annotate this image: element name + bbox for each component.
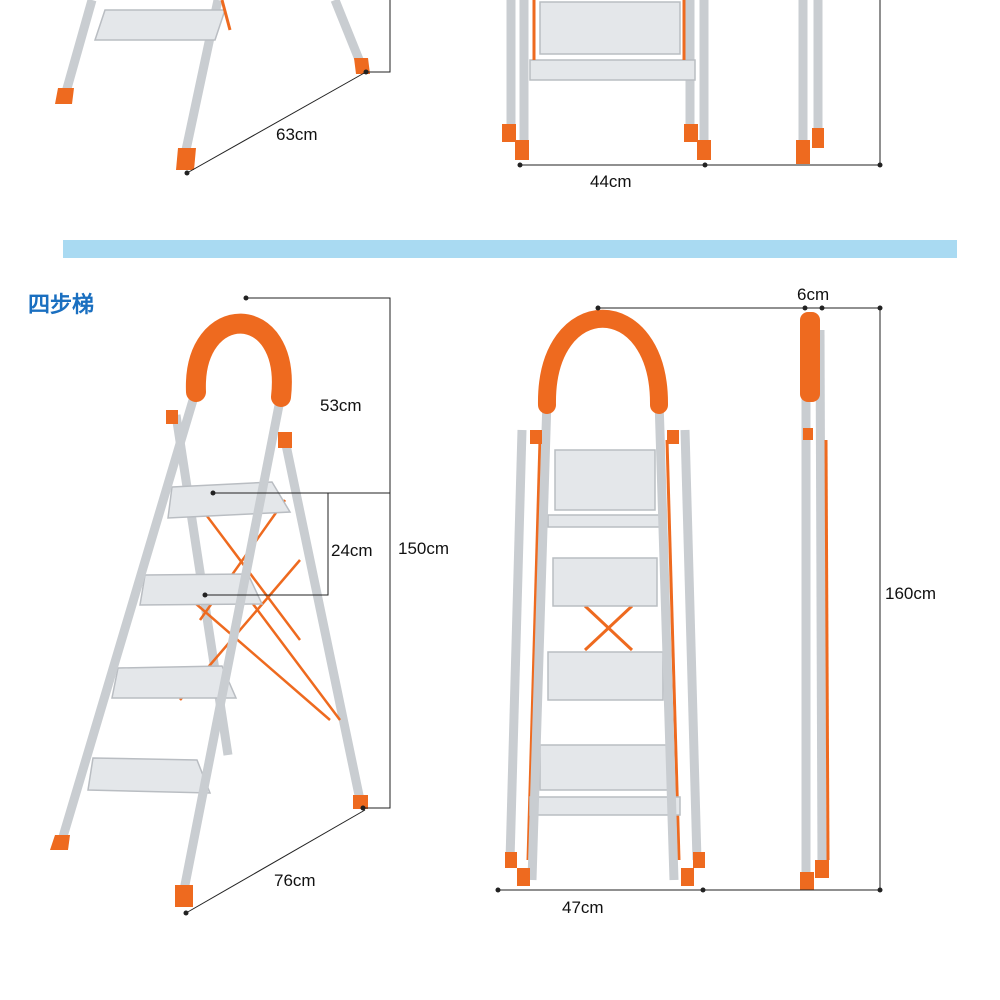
step-spacing-label: 24cm: [331, 541, 373, 560]
section-divider: [63, 240, 957, 258]
angled-ladder-dimensions: 53cm 24cm 150cm 76cm: [183, 295, 449, 916]
four-step-ladder-front: [505, 309, 705, 886]
front-width-label: 44cm: [590, 172, 632, 191]
base-depth-label: 76cm: [274, 871, 316, 890]
side-depth-label: 63cm: [276, 125, 318, 144]
four-step-ladder-angled: [50, 313, 368, 907]
front-ladder-dimensions: 6cm 160cm 47cm: [495, 285, 936, 917]
arch-height-label: 53cm: [320, 396, 362, 415]
top-left-ladder: [55, 0, 370, 170]
top-left-dimensions: 63cm: [184, 0, 391, 176]
section-title: 四步梯: [28, 292, 94, 318]
folded-thickness-label: 6cm: [797, 285, 829, 304]
four-step-ladder-folded: [800, 312, 830, 890]
top-front-dimensions: 44cm: [517, 0, 883, 191]
top-side-ladder: [796, 0, 824, 164]
front-width-label-4step: 47cm: [562, 898, 604, 917]
platform-height-label: 150cm: [398, 539, 449, 558]
total-height-label: 160cm: [885, 584, 936, 603]
top-front-ladder: [502, 0, 711, 160]
